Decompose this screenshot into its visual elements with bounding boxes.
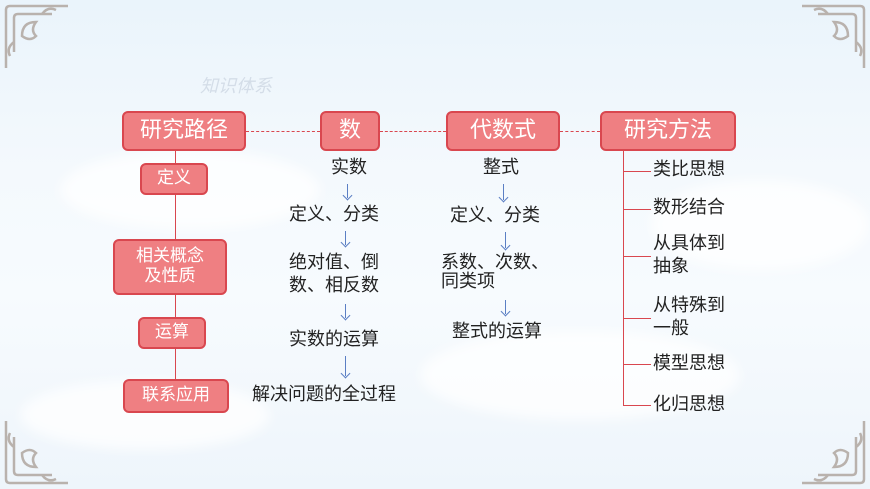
method-item-reduction: 化归思想 [653,394,725,415]
method-branch [623,256,651,257]
method-branch [623,318,651,319]
number-item-absolute: 绝对值、倒 数、相反数 [289,252,379,296]
algebra-item-definition: 定义、分类 [450,205,540,226]
path-item-concepts: 相关概念 及性质 [113,239,227,295]
method-branch [623,405,651,406]
method-item-concrete-abstract: 从具体到 抽象 [653,233,725,277]
watermark-text: 知识体系 [200,76,272,97]
corner-ornament-icon [4,4,68,68]
flow-arrow [505,232,506,248]
method-item-model: 模型思想 [653,353,725,374]
number-item-solving: 解决问题的全过程 [252,384,396,405]
flow-arrow [347,184,348,198]
header-connector [246,131,320,132]
header-connector [560,131,600,132]
flow-arrow [345,304,346,318]
cloud-decoration [420,330,740,420]
method-spine [623,151,624,405]
method-branch [623,209,651,210]
path-item-definition: 定义 [140,163,208,195]
method-item-analogy: 类比思想 [653,159,725,180]
number-item-definition: 定义、分类 [289,204,379,225]
number-item-operations: 实数的运算 [289,329,379,350]
cloud-decoration [650,180,870,270]
header-number: 数 [320,111,380,151]
corner-ornament-icon [802,421,866,485]
flow-arrow [345,231,346,245]
method-item-special-general: 从特殊到 一般 [653,295,725,339]
header-research-method: 研究方法 [600,111,736,151]
method-branch [623,171,651,172]
header-algebraic-expression: 代数式 [446,111,560,151]
flow-arrow [345,356,346,376]
algebra-item-operations: 整式的运算 [452,321,542,342]
method-branch [623,364,651,365]
method-item-number-shape: 数形结合 [653,197,725,218]
algebra-item-polynomial: 整式 [483,157,519,178]
header-research-path: 研究路径 [122,111,246,151]
flow-arrow [503,184,504,200]
header-connector [380,131,446,132]
corner-ornament-icon [4,421,68,485]
algebra-item-coefficient: 系数、次数、 同类项 [441,252,549,292]
path-item-applications: 联系应用 [123,379,229,413]
flow-arrow [505,300,506,314]
path-item-operations: 运算 [138,317,206,349]
number-item-real: 实数 [331,157,367,178]
corner-ornament-icon [802,4,866,68]
